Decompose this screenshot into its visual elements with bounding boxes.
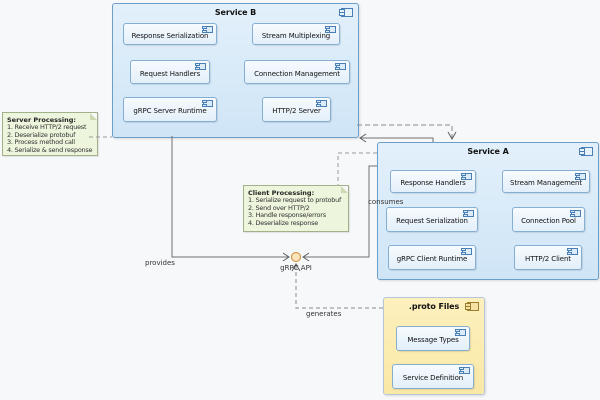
component-icon: [465, 302, 479, 311]
edge-label-provides: provides: [145, 259, 175, 267]
component-label: Stream Management: [510, 179, 582, 187]
note-line: 3. Process method call: [7, 138, 75, 147]
component-label: Connection Management: [254, 69, 340, 78]
component-request-serialization: Request Serialization: [386, 207, 478, 232]
component-response-serialization: Response Serialization: [123, 23, 217, 45]
component-icon: [459, 367, 470, 374]
component-label: Request Handlers: [139, 69, 201, 78]
component-icon: [455, 329, 466, 336]
component-label: Message Types: [407, 336, 459, 344]
component-label: Response Serialization: [131, 31, 209, 40]
note-title: Server Processing:: [7, 116, 76, 124]
component-stream-management: Stream Management: [502, 170, 590, 193]
package-title-service-b: Service B: [214, 8, 257, 17]
component-icon: [575, 173, 586, 180]
component-icon: [202, 26, 213, 33]
note-client-processing: Client Processing: 1. Serialize request …: [243, 185, 349, 232]
component-icon: [461, 173, 472, 180]
component-label: HTTP/2 Client: [525, 255, 571, 263]
component-stream-multiplexing: Stream Multiplexing: [252, 23, 340, 45]
edge-label-consumes: consumes: [368, 198, 404, 206]
component-grpc-server-runtime: gRPC Server Runtime: [123, 97, 217, 122]
component-label: gRPC Server Runtime: [133, 107, 207, 115]
component-icon: [335, 63, 346, 70]
component-icon: [463, 210, 474, 217]
component-icon: [195, 63, 206, 70]
component-icon: [202, 100, 213, 107]
component-label: Service Definition: [402, 374, 464, 382]
component-label: HTTP/2 Server: [272, 107, 321, 115]
grpc-api-interface-circle: [291, 252, 301, 262]
component-message-types: Message Types: [396, 326, 470, 351]
component-icon: [461, 248, 472, 255]
component-icon: [567, 248, 578, 255]
component-label: gRPC Client Runtime: [396, 255, 468, 263]
note-line: 4. Deserialize response: [248, 218, 318, 227]
component-icon: [316, 100, 327, 107]
edge-label-generates: generates: [306, 310, 342, 318]
grpc-api-label: gRPC API: [280, 264, 312, 272]
note-line: 1. Serialize request to protobuf: [248, 196, 342, 204]
component-http2-client: HTTP/2 Client: [514, 245, 582, 270]
component-service-definition: Service Definition: [392, 364, 474, 389]
component-label: Response Handlers: [400, 179, 466, 187]
component-response-handlers: Response Handlers: [390, 170, 476, 193]
component-icon: [325, 26, 336, 33]
component-grpc-client-runtime: gRPC Client Runtime: [388, 245, 476, 270]
note-line: 4. Serialize & send response: [7, 145, 93, 154]
note-server-processing: Server Processing: 1. Receive HTTP/2 req…: [2, 112, 98, 156]
component-icon: [579, 147, 593, 156]
component-request-handlers: Request Handlers: [130, 60, 210, 84]
package-title-service-a: Service A: [467, 147, 509, 156]
note-line: 1. Receive HTTP/2 request: [7, 123, 87, 131]
note-line: 2. Deserialize protobuf: [7, 130, 76, 139]
component-connection-management: Connection Management: [244, 60, 350, 84]
component-connection-pool: Connection Pool: [512, 207, 585, 232]
component-http2-server: HTTP/2 Server: [262, 97, 331, 122]
component-icon: [339, 8, 353, 17]
component-label: Connection Pool: [521, 217, 576, 225]
component-icon: [570, 210, 581, 217]
component-label: Request Serialization: [396, 217, 468, 225]
component-label: Stream Multiplexing: [261, 31, 331, 40]
package-title-proto-files: .proto Files: [408, 302, 460, 311]
